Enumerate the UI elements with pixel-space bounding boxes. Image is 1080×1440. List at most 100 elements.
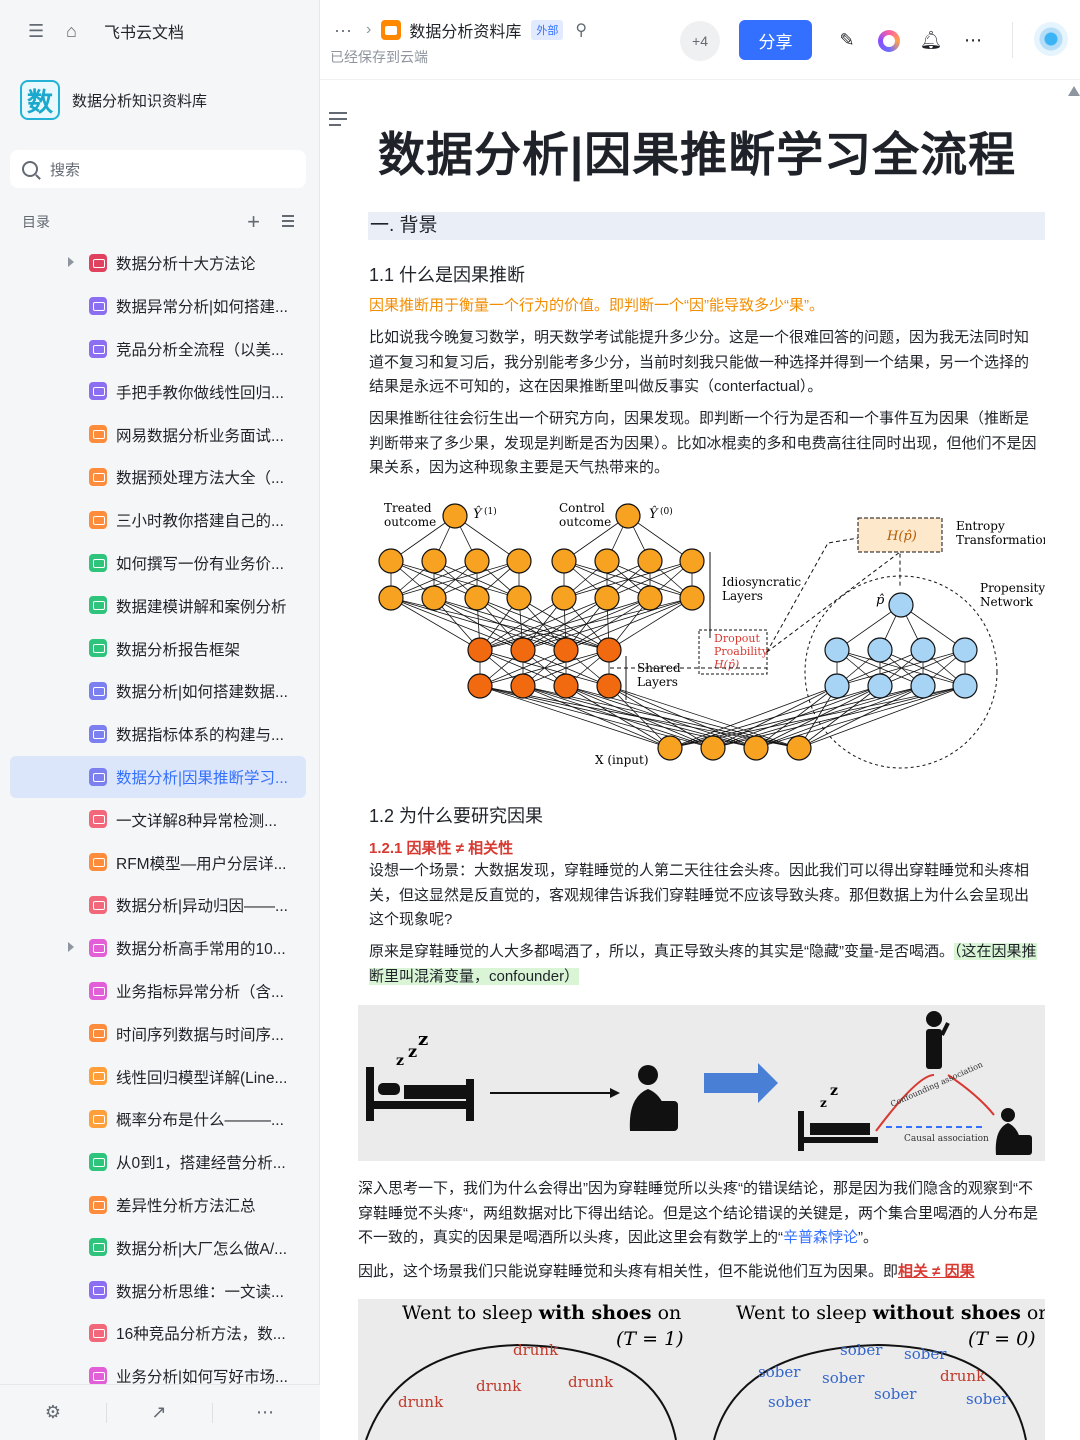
sidebar-doc-item[interactable]: 手把手教你做线性回归...	[10, 370, 306, 413]
network-edge	[479, 649, 567, 687]
network-node	[952, 637, 978, 663]
home-icon[interactable]: ⌂	[66, 21, 77, 41]
sidebar-doc-label: 一文详解8种异常检测...	[116, 812, 278, 830]
bell-icon[interactable]: 🔔︎	[919, 30, 943, 50]
confounding-arrow	[947, 1074, 995, 1116]
network-node	[594, 548, 620, 574]
sidebar-doc-label: 概率分布是什么———...	[116, 1112, 284, 1130]
sidebar-doc-item[interactable]: 数据分析十大方法论	[10, 242, 306, 285]
sidebar-doc-item[interactable]: 16种竞品分析方法，数...	[10, 1312, 306, 1355]
network-edge	[433, 560, 520, 599]
sidebar-doc-label: 数据分析|如何搭建数据...	[116, 684, 288, 702]
knowledge-base-logo: 数	[20, 80, 60, 120]
breadcrumb-doc-name[interactable]: 数据分析资料库	[409, 24, 522, 41]
user-avatar[interactable]	[1034, 22, 1068, 56]
toc-label: 目录	[22, 214, 50, 230]
doc-icon	[89, 1366, 107, 1385]
doc-icon	[89, 467, 107, 486]
network-edge	[390, 560, 478, 599]
sidebar-doc-item[interactable]: 从0到1，搭建经营分析...	[10, 1141, 306, 1184]
fig-label: p̂	[876, 593, 885, 608]
sidebar-doc-item[interactable]: 时间序列数据与时间序...	[10, 1012, 306, 1055]
sidebar-doc-item[interactable]: 数据分析|如何搭建数据...	[10, 670, 306, 713]
sidebar-doc-item[interactable]: 数据分析|因果推断学习...	[10, 755, 306, 799]
fig-label: outcome	[559, 515, 611, 529]
sidebar-doc-item[interactable]: 数据预处理方法大全（...	[10, 456, 306, 499]
sidebar-doc-item[interactable]: 网易数据分析业务面试...	[10, 413, 306, 456]
fig-label: Propensity	[980, 581, 1045, 595]
doc-icon	[89, 382, 107, 401]
network-node	[596, 673, 622, 699]
sidebar-doc-item[interactable]: 数据异常分析|如何搭建...	[10, 285, 306, 328]
drunk-label: drunk	[398, 1393, 444, 1411]
share-button[interactable]: 分享	[739, 20, 812, 60]
settings-icon[interactable]: ⚙	[44, 1402, 62, 1422]
sidebar-doc-item[interactable]: 数据指标体系的构建与...	[10, 713, 306, 756]
network-edge	[565, 685, 671, 749]
sidebar-doc-label: 16种竞品分析方法，数...	[116, 1326, 286, 1344]
sidebar-doc-item[interactable]: 竞品分析全流程（以美...	[10, 328, 306, 371]
doc-icon	[89, 1152, 107, 1171]
toc-list-icon[interactable]	[276, 212, 294, 230]
sidebar-doc-label: 手把手教你做线性回归...	[116, 384, 284, 402]
sidebar-doc-item[interactable]: 如何撰写一份有业务价...	[10, 542, 306, 585]
sidebar-doc-item[interactable]: 数据分析思维：一文读...	[10, 1269, 306, 1312]
search-input[interactable]: 搜索	[10, 150, 306, 188]
sidebar-footer: ⚙ ↗ ⋯	[0, 1384, 320, 1440]
sober-label: sober	[840, 1341, 883, 1359]
propensity-circle	[804, 575, 998, 769]
sidebar-doc-item[interactable]: 数据分析高手常用的10...	[10, 927, 306, 970]
ai-assistant-icon[interactable]	[878, 30, 900, 52]
outline-toggle-icon[interactable]	[329, 112, 347, 130]
sets-figure: Went to sleep with shoes on (T = 1) drun…	[358, 1299, 1051, 1440]
network-node	[867, 673, 893, 699]
expand-caret-icon[interactable]	[68, 257, 74, 267]
divider	[106, 1403, 107, 1423]
sidebar-doc-item[interactable]: 数据分析|大厂怎么做A/...	[10, 1226, 306, 1269]
confounding-arrow	[875, 1074, 935, 1132]
left-set-ellipse	[365, 1343, 677, 1440]
sidebar-doc-item[interactable]: 数据建模讲解和案例分析	[10, 584, 306, 627]
fig-label: X (input)	[595, 753, 649, 767]
sidebar-doc-item[interactable]: RFM模型—用户分层详...	[10, 841, 306, 884]
add-page-icon[interactable]: +	[247, 209, 260, 234]
doc-content[interactable]: 数据分析|因果推断学习全流程 一. 背景 1.1 什么是因果推断 因果推断用于衡…	[320, 80, 1080, 1440]
brand-name[interactable]: 飞书云文档	[104, 25, 185, 42]
network-node	[594, 585, 620, 611]
knowledge-base-header[interactable]: 数 数据分析知识资料库	[20, 80, 207, 120]
external-badge: 外部	[531, 20, 564, 40]
sidebar-doc-item[interactable]: 三小时教你搭建自己的...	[10, 499, 306, 542]
pin-icon[interactable]: ⚲	[575, 22, 588, 39]
sober-label: sober	[758, 1363, 801, 1381]
sidebar-doc-item[interactable]: 线性回归模型详解(Line...	[10, 1055, 306, 1098]
expand-caret-icon[interactable]	[68, 941, 74, 952]
sidebar-doc-item[interactable]: 数据分析报告框架	[10, 627, 306, 670]
network-edge	[836, 649, 966, 687]
sidebar-doc-label: 数据分析思维：一文读...	[116, 1283, 284, 1301]
sidebar-doc-item[interactable]: 业务分析|如何写好市场...	[10, 1355, 306, 1398]
sidebar-doc-item[interactable]: 数据分析|异动归因——...	[10, 884, 306, 927]
sidebar-doc-label: 数据异常分析|如何搭建...	[116, 299, 288, 317]
sidebar-doc-item[interactable]: 差异性分析方法汇总	[10, 1184, 306, 1227]
sidebar-doc-item[interactable]: 概率分布是什么———...	[10, 1098, 306, 1141]
fig-label: Dropout	[714, 632, 760, 645]
fig-label: (0)	[660, 506, 673, 517]
sidebar-doc-item[interactable]: 一文详解8种异常检测...	[10, 798, 306, 841]
sidebar-doc-item[interactable]: 业务指标异常分析（含...	[10, 970, 306, 1013]
bed-icon	[366, 1067, 474, 1121]
network-edge	[836, 649, 924, 687]
collapse-sidebar-icon[interactable]: ☰	[28, 21, 45, 41]
more-icon[interactable]: ⋯	[256, 1402, 274, 1422]
scrollbar[interactable]	[1068, 80, 1080, 1440]
more-options-icon[interactable]: ⋯	[964, 30, 982, 50]
network-edge	[608, 597, 693, 651]
doc-icon	[89, 510, 107, 529]
zzz-text: z	[418, 1029, 428, 1050]
breadcrumb-more-icon[interactable]: ···	[334, 19, 352, 40]
network-node	[867, 637, 893, 663]
collaborators-count[interactable]: +4	[680, 21, 720, 61]
edit-icon[interactable]: ✎	[839, 30, 855, 50]
simpson-link[interactable]: 辛普森悖论	[783, 1229, 859, 1246]
share-out-icon[interactable]: ↗	[151, 1402, 167, 1422]
